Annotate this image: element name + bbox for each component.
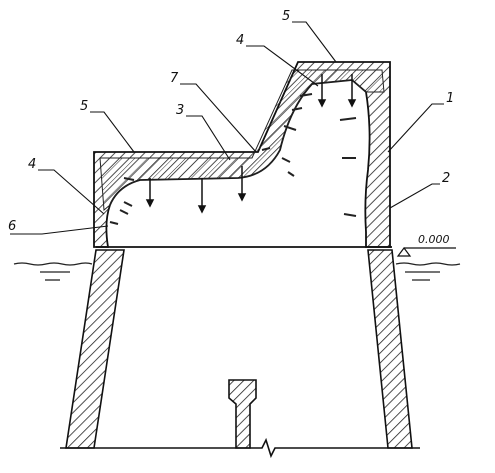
right-pier [367,249,413,449]
shell-liner [99,69,385,212]
callout-labels: 1 2 3 4 4 5 5 6 7 [8,9,454,234]
callout-5-top: 5 [282,9,290,24]
level-mark-text: 0.000 [418,233,450,246]
ground-line [60,437,420,459]
callout-7: 7 [170,71,179,86]
callout-1: 1 [446,91,454,106]
water-surface [13,262,461,281]
callout-5-left: 5 [80,99,88,114]
center-post [228,379,257,449]
callout-4-top: 4 [236,33,244,48]
left-pier [65,249,125,449]
callout-4-left: 4 [28,157,36,172]
seepage-marks [109,93,357,225]
anchor-bolts [145,74,357,214]
level-mark: 0.000 [396,233,456,257]
leader-lines [10,21,444,235]
pier-legs [65,249,413,449]
callout-2: 2 [442,171,450,186]
callout-3: 3 [176,103,184,118]
callout-6: 6 [8,219,16,234]
shell-outer [93,61,391,248]
